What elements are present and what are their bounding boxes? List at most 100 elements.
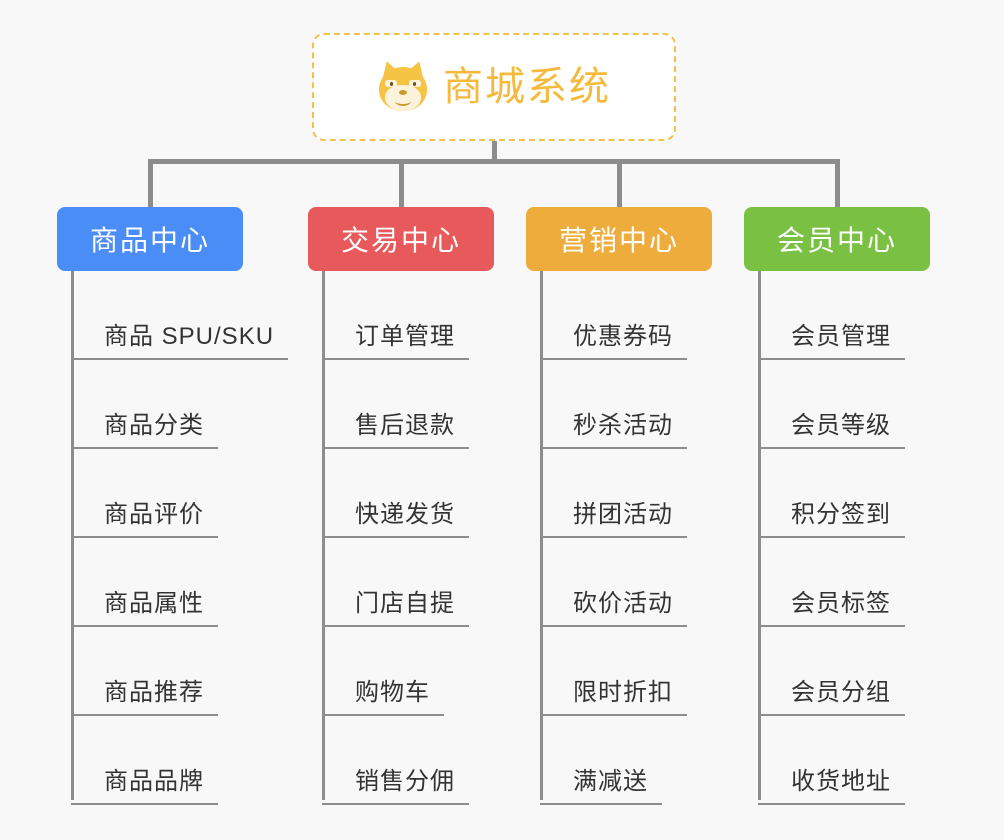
leaf-item[interactable]: 积分签到	[758, 449, 1004, 538]
branch-column-1: 商品中心 商品 SPU/SKU 商品分类 商品评价 商品属性 商品推荐	[57, 207, 297, 805]
leaf-underline	[71, 358, 288, 360]
leaf-underline	[322, 803, 469, 805]
leaf-label: 会员标签	[791, 590, 891, 617]
leaf-label: 商品属性	[104, 590, 204, 617]
leaf-underline	[322, 714, 444, 716]
branch-spine-2	[322, 271, 325, 800]
leaf-underline	[758, 447, 905, 449]
shiba-nose	[399, 90, 407, 95]
leaf-label: 收货地址	[791, 768, 891, 795]
leaf-label: 商品品牌	[104, 768, 204, 795]
leaf-underline	[322, 536, 469, 538]
leaf-underline	[540, 714, 687, 716]
leaf-list-2: 订单管理 售后退款 快递发货 门店自提 购物车 销售分佣	[322, 271, 582, 805]
leaf-item[interactable]: 销售分佣	[322, 716, 582, 805]
leaf-underline	[758, 803, 905, 805]
leaf-item[interactable]: 会员等级	[758, 360, 1004, 449]
leaf-item[interactable]: 满减送	[540, 716, 800, 805]
leaf-label: 门店自提	[355, 590, 455, 617]
connector-drop-2	[399, 159, 404, 207]
branch-column-3: 营销中心 优惠券码 秒杀活动 拼团活动 砍价活动 限时折扣	[526, 207, 741, 805]
leaf-underline	[71, 447, 218, 449]
leaf-label: 秒杀活动	[573, 412, 673, 439]
connector-drop-3	[617, 159, 622, 207]
leaf-item[interactable]: 会员管理	[758, 271, 1004, 360]
leaf-label: 拼团活动	[573, 501, 673, 528]
leaf-item[interactable]: 购物车	[322, 627, 582, 716]
leaf-label: 售后退款	[355, 412, 455, 439]
branch-column-4: 会员中心 会员管理 会员等级 积分签到 会员标签 会员分组	[744, 207, 959, 805]
connector-root-stem	[492, 141, 497, 163]
category-header-2-label: 交易中心	[340, 225, 461, 256]
leaf-item[interactable]: 快递发货	[322, 449, 582, 538]
branch-column-2: 交易中心 订单管理 售后退款 快递发货 门店自提 购物车	[308, 207, 523, 805]
leaf-label: 会员管理	[791, 323, 891, 350]
leaf-label: 积分签到	[791, 501, 891, 528]
connector-drop-4	[835, 159, 840, 207]
leaf-item[interactable]: 砍价活动	[540, 538, 800, 627]
leaf-item[interactable]: 会员标签	[758, 538, 1004, 627]
leaf-label: 商品推荐	[104, 679, 204, 706]
category-header-4[interactable]: 会员中心	[744, 207, 930, 271]
shiba-pupil-left	[390, 82, 393, 86]
leaf-label: 会员分组	[791, 679, 891, 706]
root-title: 商城系统	[443, 65, 611, 109]
leaf-underline	[758, 358, 905, 360]
leaf-underline	[540, 803, 662, 805]
leaf-label: 购物车	[355, 679, 430, 706]
leaf-label: 限时折扣	[573, 679, 673, 706]
category-header-1-label: 商品中心	[89, 225, 210, 256]
leaf-label: 砍价活动	[573, 590, 673, 617]
leaf-underline	[71, 625, 218, 627]
leaf-underline	[758, 625, 905, 627]
category-header-3[interactable]: 营销中心	[526, 207, 712, 271]
leaf-item[interactable]: 收货地址	[758, 716, 1004, 805]
leaf-item[interactable]: 拼团活动	[540, 449, 800, 538]
leaf-underline	[71, 536, 218, 538]
leaf-item[interactable]: 商品 SPU/SKU	[71, 271, 331, 360]
shiba-mouth	[395, 96, 411, 106]
leaf-label: 满减送	[573, 768, 648, 795]
leaf-item[interactable]: 门店自提	[322, 538, 582, 627]
leaf-list-4: 会员管理 会员等级 积分签到 会员标签 会员分组 收货地址	[758, 271, 1004, 805]
leaf-item[interactable]: 优惠券码	[540, 271, 800, 360]
category-header-2[interactable]: 交易中心	[308, 207, 494, 271]
shiba-pupil-right	[413, 82, 416, 86]
leaf-item[interactable]: 商品属性	[71, 538, 331, 627]
leaf-underline	[540, 447, 687, 449]
leaf-item[interactable]: 限时折扣	[540, 627, 800, 716]
category-header-3-label: 营销中心	[558, 225, 679, 256]
category-header-4-label: 会员中心	[776, 225, 897, 256]
branch-spine-4	[758, 271, 761, 800]
leaf-item[interactable]: 售后退款	[322, 360, 582, 449]
leaf-label: 销售分佣	[355, 768, 455, 795]
leaf-underline	[322, 447, 469, 449]
leaf-underline	[322, 358, 469, 360]
root-node[interactable]: 商城系统	[312, 33, 676, 141]
leaf-item[interactable]: 秒杀活动	[540, 360, 800, 449]
leaf-label: 会员等级	[791, 412, 891, 439]
leaf-item[interactable]: 商品推荐	[71, 627, 331, 716]
leaf-list-1: 商品 SPU/SKU 商品分类 商品评价 商品属性 商品推荐 商品品牌	[71, 271, 331, 805]
branch-spine-1	[71, 271, 74, 800]
leaf-underline	[540, 536, 687, 538]
leaf-underline	[71, 714, 218, 716]
leaf-underline	[758, 714, 905, 716]
leaf-underline	[540, 358, 687, 360]
category-header-1[interactable]: 商品中心	[57, 207, 243, 271]
leaf-underline	[758, 536, 905, 538]
connector-horizontal-bus	[148, 159, 840, 164]
leaf-label: 商品 SPU/SKU	[104, 323, 275, 350]
leaf-item[interactable]: 订单管理	[322, 271, 582, 360]
leaf-item[interactable]: 商品品牌	[71, 716, 331, 805]
leaf-label: 优惠券码	[573, 323, 673, 350]
branch-spine-3	[540, 271, 543, 800]
leaf-item[interactable]: 商品分类	[71, 360, 331, 449]
leaf-underline	[71, 803, 218, 805]
leaf-item[interactable]: 会员分组	[758, 627, 1004, 716]
leaf-item[interactable]: 商品评价	[71, 449, 331, 538]
connector-drop-1	[148, 159, 153, 207]
leaf-label: 快递发货	[355, 501, 455, 528]
leaf-label: 商品评价	[104, 501, 204, 528]
